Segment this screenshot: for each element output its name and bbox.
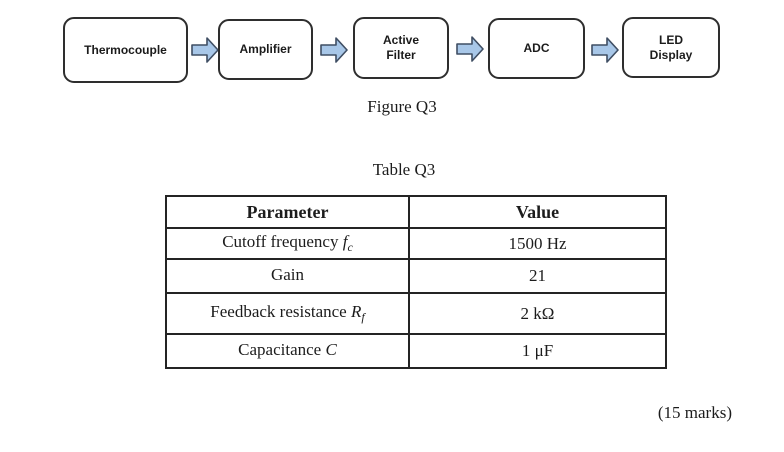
param-symbol: C [325, 339, 337, 359]
block-led-display: LED Display [622, 17, 720, 78]
block-adc: ADC [488, 18, 585, 79]
right-arrow-shape [591, 37, 619, 63]
cell-parameter: Gain [165, 258, 410, 294]
right-arrow-shape [320, 37, 348, 63]
param-subscript: f [361, 310, 365, 324]
block-label: Amplifier [239, 42, 292, 56]
table-row: Gain 21 [165, 258, 667, 294]
right-arrow-icon [191, 37, 219, 63]
table-row: Feedback resistance Rf 2 kΩ [165, 292, 667, 335]
param-text: Cutoff frequency [222, 232, 343, 251]
cell-parameter: Capacitance C [165, 333, 410, 369]
cell-parameter: Cutoff frequency fc [165, 227, 410, 260]
cell-parameter: Feedback resistance Rf [165, 292, 410, 335]
figure-caption: Figure Q3 [367, 97, 437, 116]
header-value: Value [408, 195, 667, 229]
cell-value: 1500 Hz [408, 227, 667, 260]
block-label: Thermocouple [84, 42, 167, 57]
marks-label: (15 marks) [657, 403, 732, 422]
param-text: Capacitance [238, 339, 326, 359]
block-active-filter: Active Filter [353, 17, 449, 79]
right-arrow-shape [456, 36, 484, 62]
table-row: Cutoff frequency fc 1500 Hz [165, 227, 667, 260]
cell-value: 21 [408, 258, 667, 294]
block-amplifier: Amplifier [218, 19, 313, 80]
cell-value: 2 kΩ [408, 292, 667, 335]
param-text: Feedback resistance [210, 302, 351, 321]
right-arrow-icon [591, 37, 619, 63]
param-text: Gain [270, 264, 305, 284]
table-caption: Table Q3 [372, 160, 436, 179]
right-arrow-shape [191, 37, 219, 63]
block-label: LED Display [649, 32, 693, 62]
param-subscript: c [347, 240, 353, 254]
table-header-row: Parameter Value [165, 195, 667, 229]
header-parameter: Parameter [165, 195, 410, 229]
cell-value: 1 μF [408, 333, 667, 369]
block-label: Active Filter [382, 33, 420, 62]
block-thermocouple: Thermocouple [63, 17, 188, 83]
param-symbol: f [342, 232, 348, 251]
table-row: Capacitance C 1 μF [165, 333, 667, 369]
parameters-table: Parameter Value Cutoff frequency fc 1500… [165, 195, 667, 369]
right-arrow-icon [320, 37, 348, 63]
right-arrow-icon [456, 36, 484, 62]
block-label: ADC [523, 41, 550, 55]
param-symbol: R [350, 302, 362, 321]
